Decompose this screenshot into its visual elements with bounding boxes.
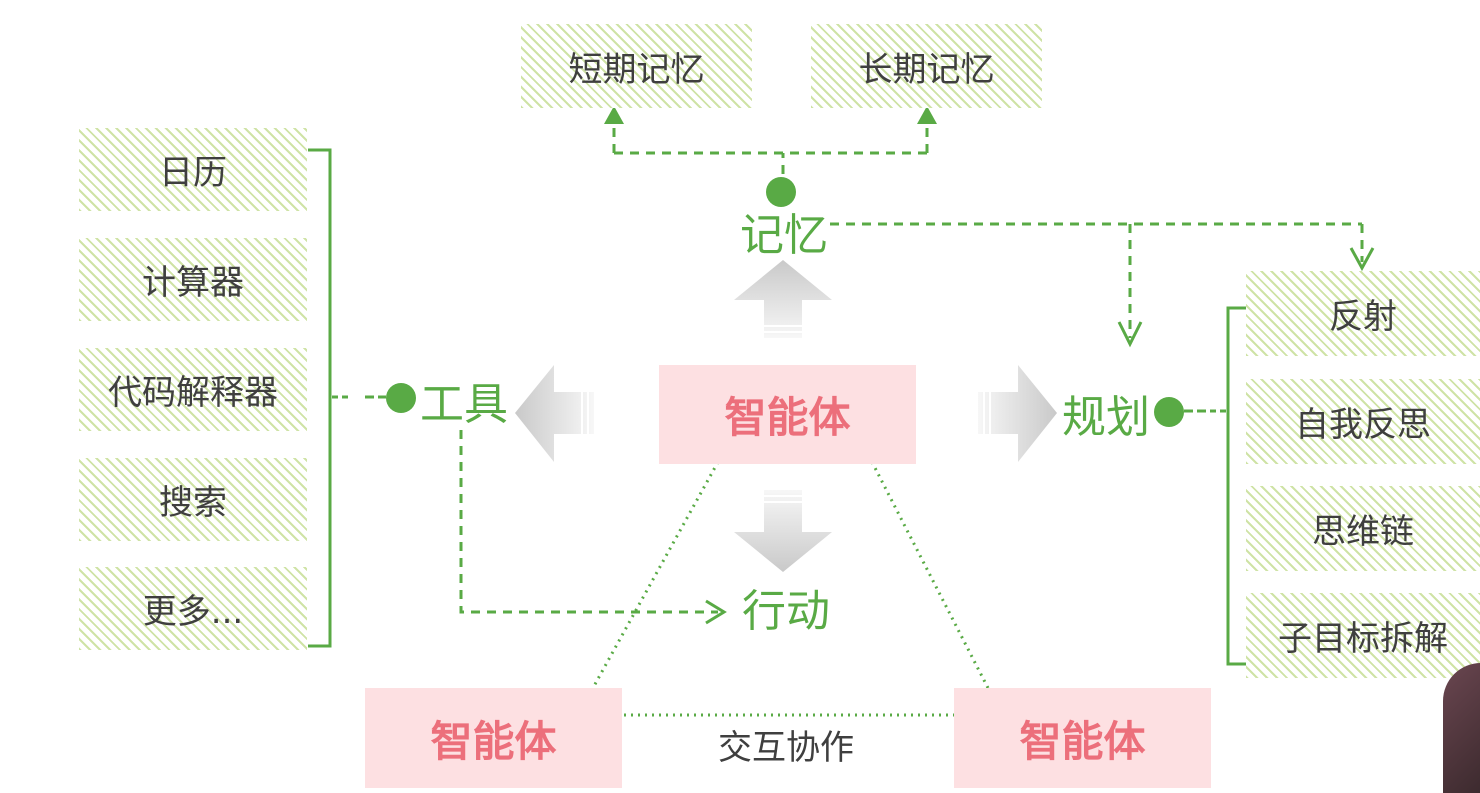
tools-to-action-connector	[459, 430, 718, 614]
action-label: 行动	[742, 586, 830, 637]
memory-branch-connector	[612, 120, 929, 190]
center-agent-box: 智能体	[659, 365, 916, 464]
arrowhead-reflection	[1349, 247, 1375, 272]
tool-item: 更多...	[79, 567, 307, 650]
tool-item: 日历	[79, 128, 307, 211]
arrowhead-planning	[1117, 321, 1143, 348]
tools-label: 工具	[420, 379, 508, 430]
planning-dot	[1154, 397, 1184, 427]
arrow-up-memory	[734, 260, 832, 338]
tools-dot	[386, 383, 416, 413]
arrowhead-short-term	[604, 106, 624, 124]
collaboration-lines	[592, 461, 990, 717]
tool-item: 代码解释器	[79, 348, 307, 431]
memory-label: 记忆	[740, 210, 828, 261]
memory-to-planning-connector	[830, 222, 1364, 338]
long-term-memory-box: 长期记忆	[811, 24, 1042, 108]
arrow-left-tools	[515, 365, 594, 462]
memory-dot	[766, 177, 796, 207]
arrowhead-action	[705, 599, 727, 625]
planning-item: 思维链	[1246, 486, 1480, 571]
tool-item: 计算器	[79, 238, 307, 321]
planning-item: 自我反思	[1246, 379, 1480, 464]
planning-label: 规划	[1062, 392, 1150, 443]
arrow-down-action	[734, 490, 832, 572]
planning-bracket	[1226, 306, 1250, 666]
bottom-left-agent-box: 智能体	[365, 688, 622, 788]
planning-item: 子目标拆解	[1246, 593, 1480, 678]
planning-item: 反射	[1246, 271, 1480, 356]
tools-bracket	[308, 148, 332, 648]
arrow-right-planning	[978, 365, 1057, 462]
arrowhead-long-term	[917, 106, 937, 124]
short-term-memory-box: 短期记忆	[521, 24, 752, 108]
interaction-label: 交互协作	[718, 728, 854, 768]
tool-item: 搜索	[79, 458, 307, 541]
corner-photo-fragment	[1443, 663, 1480, 793]
bottom-right-agent-box: 智能体	[954, 688, 1211, 788]
